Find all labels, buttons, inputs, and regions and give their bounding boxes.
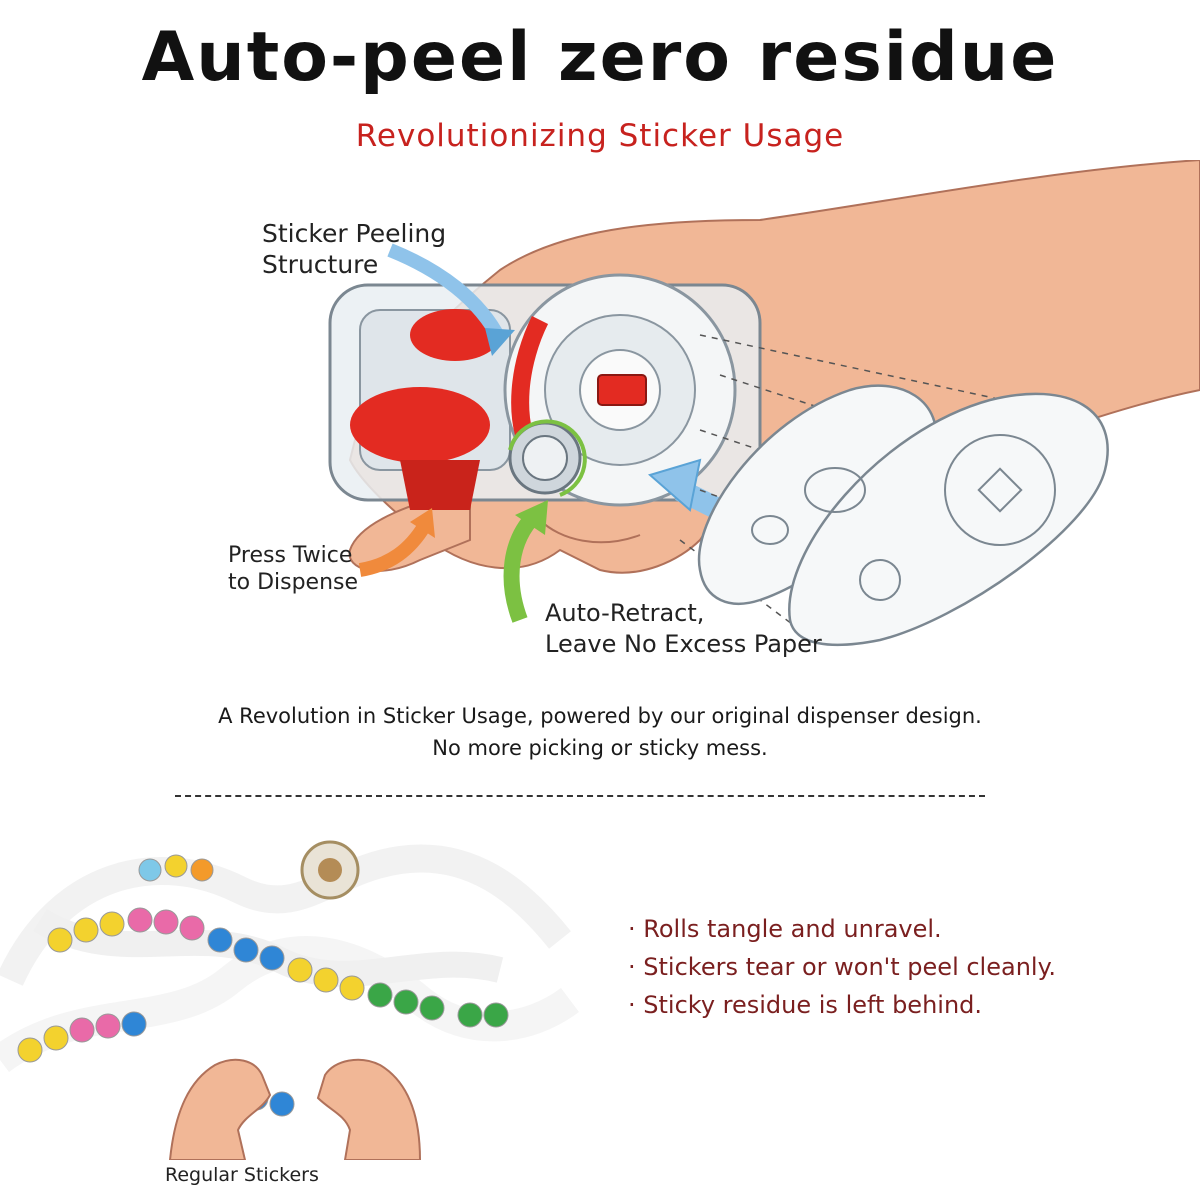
tagline-line2: No more picking or sticky mess. (432, 736, 768, 760)
dashed-divider (175, 795, 985, 797)
regular-stickers-caption: Regular Stickers (165, 1164, 319, 1186)
callout-press-line2: to Dispense (228, 570, 359, 595)
problem-item: Sticky residue is left behind. (628, 986, 1056, 1024)
callout-retract-line1: Auto-Retract, (545, 599, 705, 627)
tagline-line1: A Revolution in Sticker Usage, powered b… (218, 704, 982, 728)
problem-item: Stickers tear or won't peel cleanly. (628, 948, 1056, 986)
problems-list: Rolls tangle and unravel. Stickers tear … (628, 910, 1056, 1024)
problem-item: Rolls tangle and unravel. (628, 910, 1056, 948)
sticker-dispenser-illustration (328, 160, 1200, 646)
tagline: A Revolution in Sticker Usage, powered b… (0, 700, 1200, 764)
callout-peeling-line1: Sticker Peeling (262, 219, 447, 248)
tangled-rolls-illustration (0, 840, 579, 1160)
callout-press-line1: Press Twice (228, 543, 353, 568)
callout-peeling-line2: Structure (262, 250, 379, 279)
page-title: Auto-peel zero residue (141, 18, 1059, 97)
callout-peeling-structure: Sticker Peeling Structure (262, 218, 446, 280)
page-subtitle: Revolutionizing Sticker Usage (355, 118, 845, 154)
callout-retract-line2: Leave No Excess Paper (545, 630, 822, 658)
callout-press-twice: Press Twice to Dispense (228, 542, 358, 596)
callout-auto-retract: Auto-Retract, Leave No Excess Paper (545, 598, 822, 660)
